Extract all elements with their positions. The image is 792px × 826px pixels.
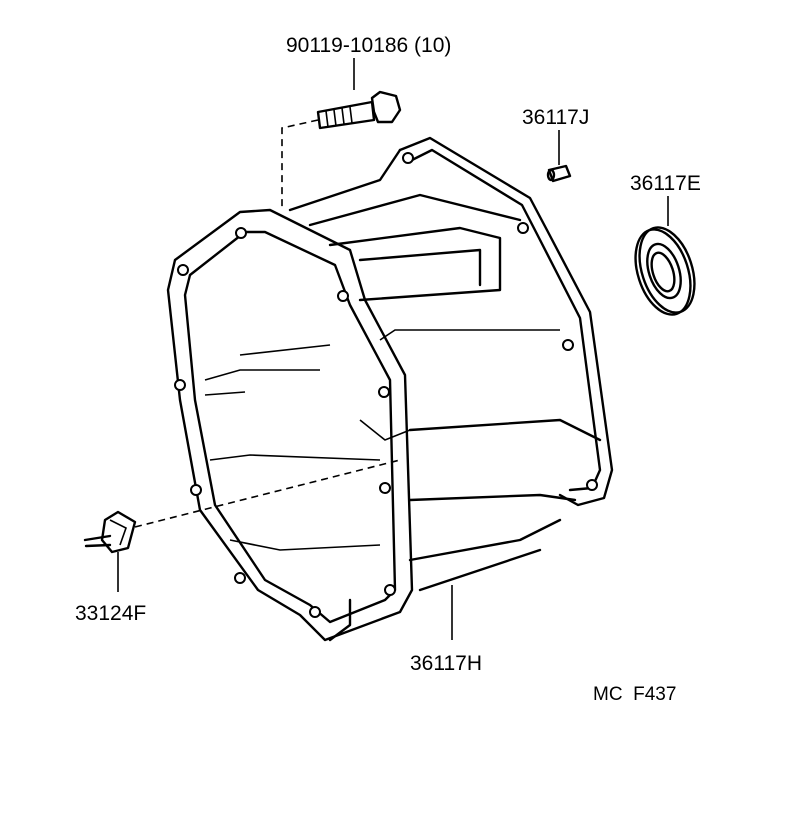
oil-seal-part[interactable] [626, 220, 705, 321]
sleeve-part[interactable] [83, 510, 137, 554]
transmission-housing[interactable] [166, 136, 614, 642]
pin-part[interactable] [546, 164, 572, 183]
seal-part-number: 36117E [630, 172, 701, 195]
bolt-part[interactable] [316, 90, 402, 130]
bolt-guide-line [281, 119, 319, 210]
sleeve-part-number: 33124F [75, 602, 146, 625]
flange-bolt-holes [174, 152, 598, 618]
sleeve-guide-line [134, 459, 401, 528]
pin-part-number: 36117J [522, 106, 589, 129]
diagram-code: MC F437 [593, 684, 676, 705]
bolt-part-number: 90119-10186 (10) [286, 34, 451, 57]
housing-part-number: 36117H [410, 652, 482, 675]
